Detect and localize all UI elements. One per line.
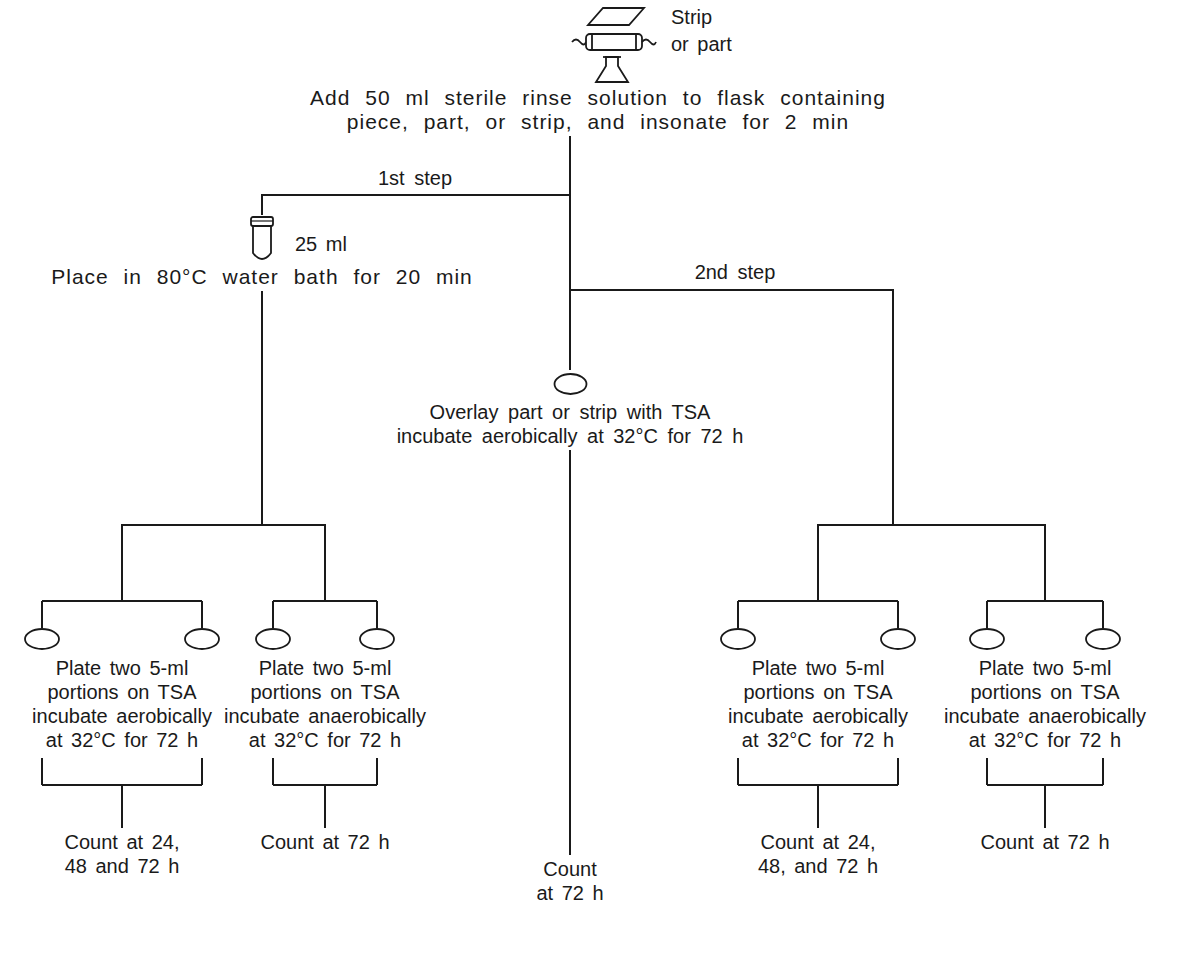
bracket-line: [986, 601, 988, 628]
connector-line: [569, 450, 571, 855]
count-step: Count at 24, 48, and 72 h: [751, 828, 886, 880]
connector-line: [570, 136, 1045, 600]
flask-icon: [596, 57, 628, 82]
bracket-line: [737, 758, 739, 785]
step-label: 2nd step: [692, 260, 779, 284]
connector-line: [262, 136, 570, 215]
step-label: 1st step: [375, 166, 455, 190]
plating-step: Plate two 5-ml portions on TSA incubate …: [27, 600, 217, 786]
step-text: Count at 72 h: [255, 830, 395, 854]
petri-plate: [970, 629, 1004, 649]
process-step: Add 50 ml sterile rinse solution to flas…: [298, 84, 898, 136]
petri-plate: [360, 629, 394, 649]
connector-line: [324, 786, 326, 828]
petri-plate: [554, 374, 586, 394]
bracket-line: [987, 600, 1103, 602]
count-step: Count at 24, 48 and 72 h: [55, 828, 190, 880]
connector-line: [122, 291, 262, 600]
bracket-line: [272, 601, 274, 628]
process-step: Overlay part or strip with TSA incubate …: [391, 370, 750, 450]
connector-line: [262, 291, 325, 600]
bracket-line: [272, 758, 274, 785]
sample-icons: [572, 8, 656, 82]
test-tube: [253, 224, 271, 259]
bracket-line: [376, 601, 378, 628]
process-step: Place in 80°C water bath for 20 min: [12, 215, 512, 291]
petri-plate: [25, 629, 59, 649]
connector-line: [1044, 786, 1046, 828]
bracket-line: [273, 784, 377, 786]
petri-plate: [256, 629, 290, 649]
bracket-line: [42, 600, 202, 602]
step-text: Plate two 5-ml portions on TSA incubate …: [942, 656, 1148, 752]
bracket-line: [42, 784, 202, 786]
plating-step: Plate two 5-ml portions on TSA incubate …: [222, 600, 428, 786]
plating-step: Plate two 5-ml portions on TSA incubate …: [942, 600, 1148, 786]
petri-plate: [185, 629, 219, 649]
part-icon: [572, 34, 656, 50]
petri-plate: [881, 629, 915, 649]
bracket-line: [201, 758, 203, 785]
step-text: Plate two 5-ml portions on TSA incubate …: [222, 656, 428, 752]
bracket-line: [376, 758, 378, 785]
bracket-line: [987, 784, 1103, 786]
bracket-line: [737, 601, 739, 628]
petri-plate: [721, 629, 755, 649]
step-text: Count at 72 h: [975, 830, 1115, 854]
bracket-line: [273, 600, 377, 602]
step-text: Count at 72 h: [533, 857, 608, 905]
count-step: Count at 72 h: [255, 828, 395, 856]
strip-icon: [588, 8, 644, 25]
bracket-line: [1102, 758, 1104, 785]
bracket-line: [201, 601, 203, 628]
bracket-line: [986, 758, 988, 785]
step-text: Plate two 5-ml portions on TSA incubate …: [27, 656, 217, 752]
connector-line: [570, 136, 893, 600]
connector-line: [121, 786, 123, 828]
step-text: Place in 80°C water bath for 20 min: [12, 265, 512, 289]
step-text: Count at 24, 48, and 72 h: [751, 830, 886, 878]
tube-cap: [251, 217, 273, 226]
cap-ridge: [251, 220, 273, 221]
bracket-line: [41, 758, 43, 785]
step-text: Count at 24, 48 and 72 h: [55, 830, 190, 878]
bracket-line: [1102, 601, 1104, 628]
count-step: Count at 72 h: [975, 828, 1115, 856]
step-text: Add 50 ml sterile rinse solution to flas…: [298, 86, 898, 134]
plating-step: Plate two 5-ml portions on TSA incubate …: [723, 600, 913, 786]
bracket-line: [738, 600, 898, 602]
step-text: Plate two 5-ml portions on TSA incubate …: [723, 656, 913, 752]
sample-label: Strip or part: [668, 4, 736, 58]
connector-line: [817, 786, 819, 828]
bracket-line: [738, 784, 898, 786]
bracket-line: [41, 601, 43, 628]
petri-plate: [1086, 629, 1120, 649]
bracket-line: [897, 601, 899, 628]
step-text: Overlay part or strip with TSA incubate …: [391, 400, 750, 448]
bracket-line: [897, 758, 899, 785]
count-step: Count at 72 h: [533, 855, 608, 907]
volume-label: 25 ml: [292, 232, 378, 256]
